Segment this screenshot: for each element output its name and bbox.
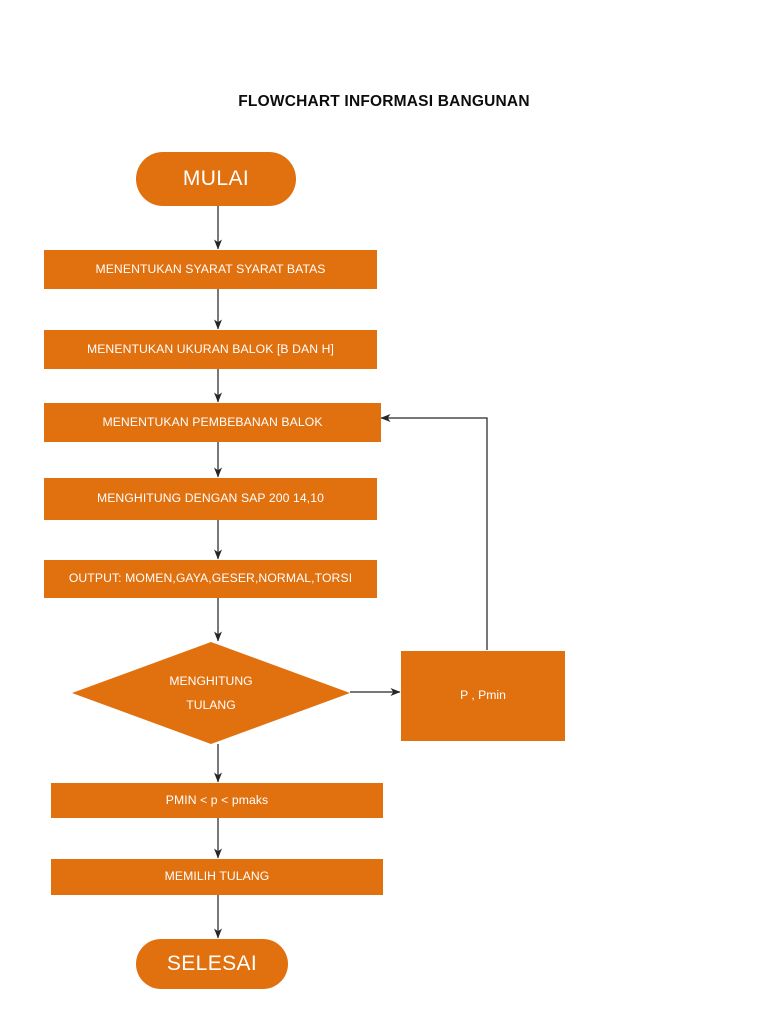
node-step6[interactable]: PMIN < p < pmaks (51, 783, 383, 818)
node-start-label: MULAI (182, 166, 250, 190)
decision-diamond-shape (72, 642, 350, 744)
edge-sidebox-feedback-to-step3 (380, 414, 488, 650)
node-step5[interactable]: OUTPUT: MOMEN,GAYA,GESER,NORMAL,TORSI (44, 560, 377, 598)
node-step1[interactable]: MENENTUKAN SYARAT SYARAT BATAS (44, 250, 377, 289)
node-end-label: SELESAI (166, 951, 258, 975)
node-step2-label: MENENTUKAN UKURAN BALOK [B DAN H] (86, 341, 335, 356)
node-step6-label: PMIN < p < pmaks (165, 792, 269, 807)
node-sidebox-label: P , Pmin (460, 688, 506, 703)
node-step4-label: MENGHITUNG DENGAN SAP 200 14,10 (96, 491, 325, 506)
node-sidebox[interactable]: P , Pmin (401, 651, 565, 741)
node-step1-label: MENENTUKAN SYARAT SYARAT BATAS (95, 261, 326, 276)
page-title: FLOWCHART INFORMASI BANGUNAN (238, 93, 530, 110)
node-step4[interactable]: MENGHITUNG DENGAN SAP 200 14,10 (44, 478, 377, 520)
node-step7-label: MEMILIH TULANG (164, 869, 270, 884)
node-step3[interactable]: MENENTUKAN PEMBEBANAN BALOK (44, 403, 381, 442)
node-step2[interactable]: MENENTUKAN UKURAN BALOK [B DAN H] (44, 330, 377, 369)
node-decision[interactable]: MENGHITUNG TULANG (72, 642, 350, 744)
node-start[interactable]: MULAI (136, 152, 296, 206)
node-step3-label: MENENTUKAN PEMBEBANAN BALOK (102, 414, 323, 429)
node-step5-label: OUTPUT: MOMEN,GAYA,GESER,NORMAL,TORSI (68, 571, 353, 586)
node-end[interactable]: SELESAI (136, 939, 288, 989)
node-step7[interactable]: MEMILIH TULANG (51, 859, 383, 895)
